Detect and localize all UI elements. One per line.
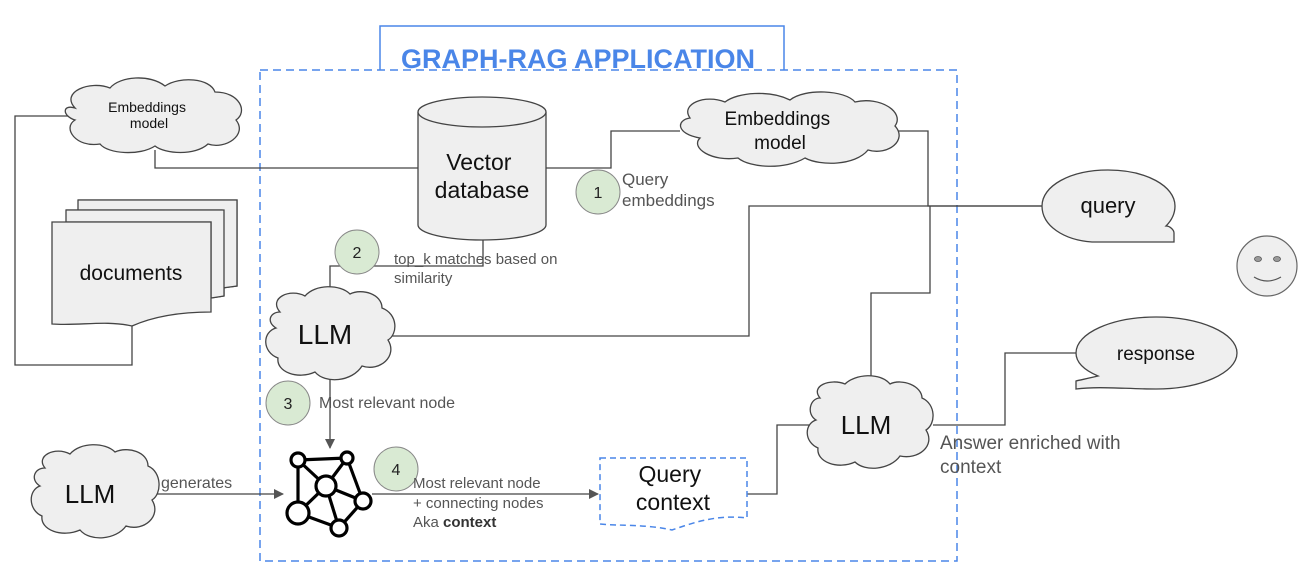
llm-bottom-left-label: LLM <box>65 479 116 509</box>
answer-enriched-label: Answer enriched with context <box>940 433 1126 478</box>
response-bubble: response <box>1075 316 1238 390</box>
step-3-label: Most relevant node <box>319 395 455 412</box>
edge-embeddings-to-vector-db <box>154 150 420 169</box>
step-4-number: 4 <box>392 462 401 479</box>
llm-right-cloud: LLM <box>806 375 934 469</box>
vector-database-label: Vector database <box>435 149 530 203</box>
embeddings-model-left-cloud: Embeddings model <box>64 77 242 154</box>
vector-database: Vector database <box>417 96 547 241</box>
llm-bottom-left-cloud: LLM <box>30 444 160 539</box>
connectors <box>14 115 1078 499</box>
generates-label: generates <box>161 475 232 492</box>
edge-query-to-llm-right <box>870 206 931 385</box>
step-1-number: 1 <box>594 185 603 202</box>
edge-vector-db-to-embeddings <box>546 130 680 169</box>
step-2-number: 2 <box>353 245 362 262</box>
title-box: GRAPH-RAG APPLICATION <box>379 25 785 74</box>
documents-stack: documents <box>51 199 238 327</box>
step-2-label: top_k matches based on similarity <box>394 251 562 287</box>
query-bubble: query <box>1041 169 1176 243</box>
edge-embeddings-to-query <box>898 130 1042 207</box>
query-label: query <box>1080 193 1135 218</box>
response-label: response <box>1117 344 1195 365</box>
edge-query-context-to-llm <box>747 424 810 495</box>
smiley-face-icon <box>1236 235 1298 297</box>
documents-label: documents <box>80 262 183 285</box>
step-2: 2 top_k matches based on similarity <box>334 229 562 287</box>
edge-llm-to-response <box>933 352 1078 426</box>
step-1: 1 Query embeddings <box>575 169 715 215</box>
edge-documents-loop <box>14 115 133 366</box>
knowledge-graph-icon <box>285 450 373 538</box>
step-3: 3 Most relevant node <box>265 380 455 426</box>
query-context-label: Query context <box>636 461 711 515</box>
step-4-label: Most relevant node + connecting nodes Ak… <box>413 475 548 531</box>
embeddings-model-left-label: Embeddings model <box>108 99 190 131</box>
diagram-title: GRAPH-RAG APPLICATION <box>401 44 755 74</box>
llm-mid-label: LLM <box>298 319 352 350</box>
step-1-label: Query embeddings <box>622 170 715 210</box>
edge-query-to-llm-mid <box>392 205 1042 337</box>
step-4: 4 Most relevant node + connecting nodes … <box>373 446 548 531</box>
embeddings-model-right-label: Embeddings model <box>725 109 836 154</box>
edge-vector-db-to-llm-mid <box>329 238 484 300</box>
embeddings-model-right-cloud: Embeddings model <box>680 91 900 167</box>
step-3-number: 3 <box>284 396 293 413</box>
llm-right-label: LLM <box>841 410 892 440</box>
llm-mid-cloud: LLM <box>265 286 396 381</box>
step-4-emphasis: context <box>443 514 496 531</box>
application-boundary <box>259 69 958 562</box>
query-context-shape: Query context <box>599 457 748 531</box>
